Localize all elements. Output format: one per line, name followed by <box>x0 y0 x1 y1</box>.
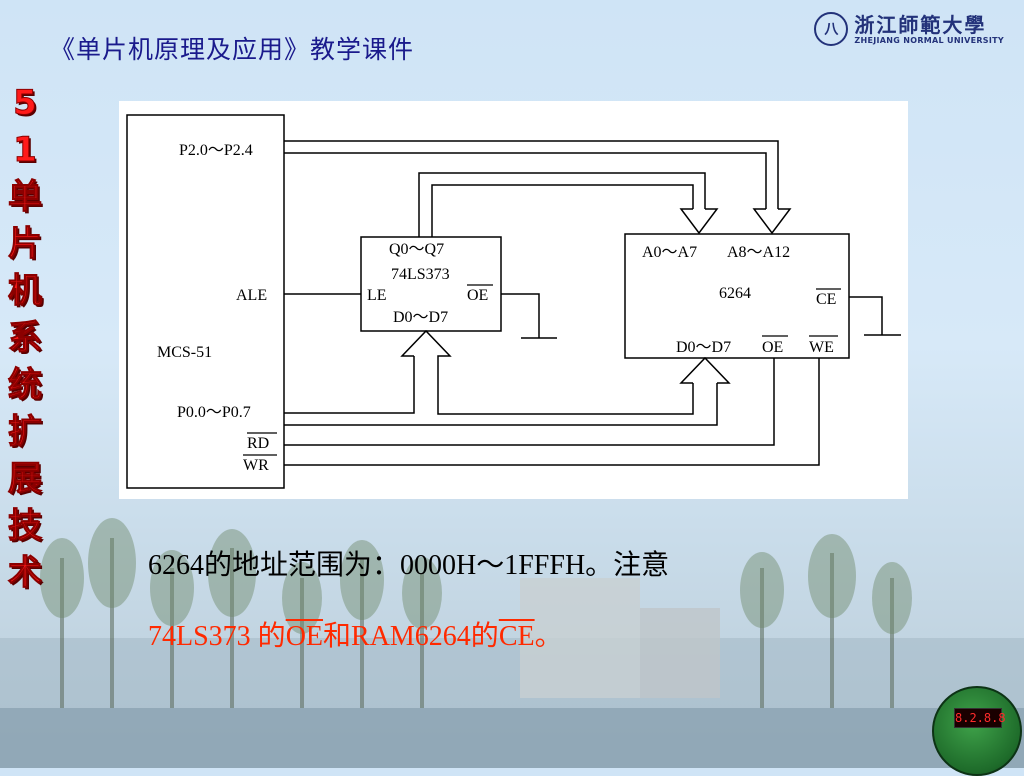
latch-d-label: D0～D7 <box>393 309 448 326</box>
circuit-diagram: P2.0～P2.4 ALE MCS-51 P0.0～P0.7 RD WR Q0～… <box>119 101 908 499</box>
ram-6264-block <box>624 233 850 359</box>
chapter-title-char: 展 <box>8 459 43 500</box>
pin-label-ale: ALE <box>236 287 267 304</box>
chapter-title-char: 5 <box>13 83 38 124</box>
chapter-title-char: 系 <box>8 318 43 359</box>
pin-label-p2: P2.0～P2.4 <box>179 142 253 159</box>
ram-oe-label: OE <box>762 339 783 356</box>
address-range-note: 6264的地址范围为：0000H～1FFFH。注意 <box>148 550 670 581</box>
vertical-chapter-title: 5 1 单 片 机 系 统 扩 展 技 术 <box>6 80 44 597</box>
university-name: 浙江師範大學 ZHEJIANG NORMAL UNIVERSITY <box>854 14 1004 45</box>
ram-we-label: WE <box>809 339 834 356</box>
ram-data-label: D0～D7 <box>676 339 731 356</box>
p0-bus-latch-arrow <box>400 329 694 415</box>
p0-bus-lower <box>284 383 718 426</box>
ram-ce-ground-line <box>849 296 883 335</box>
mcu-name-label: MCS-51 <box>157 344 212 361</box>
university-name-cn: 浙江師範大學 <box>854 12 987 37</box>
ram-ce-label: CE <box>816 291 836 308</box>
chapter-title-char: 术 <box>8 553 43 594</box>
wr-line <box>284 358 820 466</box>
latch-oe-label: OE <box>467 287 488 304</box>
note-ce-signal: CE <box>498 621 535 652</box>
pin-label-wr: WR <box>243 457 269 474</box>
chapter-title-char: 1 <box>13 130 38 171</box>
chapter-title-char: 单 <box>8 177 43 218</box>
note-text: 。 <box>534 621 563 652</box>
latch-le-label: LE <box>367 287 387 304</box>
rd-line <box>284 358 775 446</box>
q-bus-arrow <box>679 208 719 235</box>
course-title: 《单片机原理及应用》教学课件 <box>50 35 415 64</box>
campus-scenery-background <box>0 518 1024 768</box>
mcs51-block <box>126 114 285 489</box>
latch-name-label: 74LS373 <box>391 266 450 283</box>
p2-bus-upper <box>284 140 779 209</box>
led-display: 8.2.8.8 <box>954 708 1006 728</box>
p0-bus-ram-arrow <box>679 356 731 384</box>
latch-oe-ground-line <box>501 293 540 338</box>
q-bus-left <box>418 172 706 237</box>
ram-addr-low-label: A0～A7 <box>642 244 697 261</box>
p2-bus-lower <box>284 152 767 209</box>
note-oe-signal: OE <box>285 621 324 652</box>
ram-addr-high-label: A8～A12 <box>727 244 790 261</box>
latch-q-label: Q0～Q7 <box>389 241 444 258</box>
pin-label-rd: RD <box>247 435 269 452</box>
circuit-board-image: 8.2.8.8 <box>932 686 1022 776</box>
q-bus-right <box>431 184 694 237</box>
chapter-title-char: 统 <box>8 365 43 406</box>
p2-bus-arrow <box>752 208 792 235</box>
chapter-title-char: 片 <box>8 224 43 265</box>
chapter-title-char: 机 <box>8 271 43 312</box>
note-text: 和RAM6264的 <box>323 621 499 652</box>
latch-74ls373-block <box>360 236 502 332</box>
circuit-diagram-svg: P2.0～P2.4 ALE MCS-51 P0.0～P0.7 RD WR Q0～… <box>126 114 901 489</box>
university-logo: 八 浙江師範大學 ZHEJIANG NORMAL UNIVERSITY <box>814 12 1004 46</box>
chapter-title-char: 扩 <box>8 412 43 453</box>
university-name-en: ZHEJIANG NORMAL UNIVERSITY <box>854 35 1004 45</box>
university-seal-icon: 八 <box>814 12 849 46</box>
p0-bus-upper <box>284 356 415 414</box>
pin-label-p0: P0.0～P0.7 <box>177 404 251 421</box>
note-text: 74LS373 的 <box>148 621 286 652</box>
chapter-title-char: 技 <box>8 506 43 547</box>
ram-name-label: 6264 <box>719 285 751 302</box>
chip-select-note: 74LS373 的OE和RAM6264的CE。 <box>148 614 563 654</box>
